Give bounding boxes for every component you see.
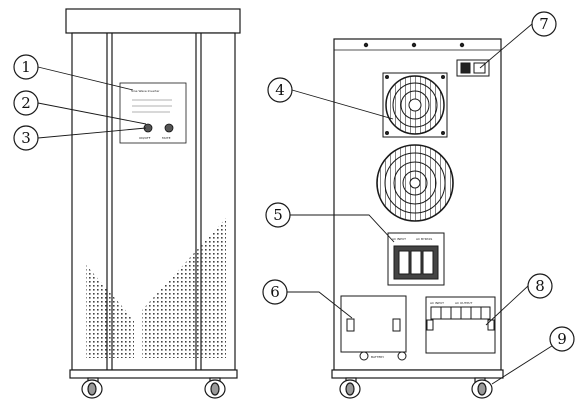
leader-8 [485,285,529,326]
leader-9 [491,343,556,385]
rear-base [331,369,504,379]
leader-5 [290,214,395,243]
callout-4: 4 [267,77,293,103]
rear-breaker-label-left: AC INPUT [392,237,406,241]
rear-power-socket [456,59,490,77]
rear-fan-upper [382,72,448,138]
leader-2 [37,102,147,125]
callout-9-label: 9 [557,330,567,348]
rear-terminal-block [425,296,496,354]
rear-caster-right [471,377,493,399]
front-caster-left [81,377,103,399]
front-display-panel [119,82,187,144]
rear-terminal-label-right: AC OUTPUT [455,301,472,305]
leader-7 [479,23,533,69]
front-vent-left [86,265,134,358]
callout-5: 5 [265,202,291,228]
front-mute-button[interactable] [164,123,174,133]
callout-3: 3 [13,125,39,151]
front-vent-right [142,218,226,358]
front-base [69,369,238,379]
callout-7-label: 7 [539,15,549,33]
callout-8: 8 [527,273,553,299]
front-display-lines [132,99,172,113]
callout-1: 1 [13,54,39,80]
callout-4-label: 4 [275,81,285,99]
rear-breaker [387,232,445,286]
front-mute-button-label: MUTE [162,136,171,140]
front-caster-right [204,377,226,399]
front-vents [86,218,226,358]
callout-6: 6 [262,279,288,305]
callout-1-label: 1 [21,58,31,76]
callout-3-label: 3 [21,129,31,147]
callout-6-label: 6 [270,283,280,301]
front-power-button-label: ON/OFF [139,136,151,140]
leader-3 [37,127,147,139]
rear-terminal-label-left: AC INPUT [430,301,444,305]
rear-casters [339,377,493,399]
callout-7: 7 [531,11,557,37]
callout-2-label: 2 [21,94,31,112]
rear-battery-connector [340,295,407,361]
rear-battery-label: BATTERY [371,355,384,359]
leader-1 [37,66,134,91]
rear-breaker-label-right: AC BYPASS [416,237,432,241]
front-casters [81,377,226,399]
leader-4 [291,89,394,120]
callout-9: 9 [549,326,575,352]
rear-fan-lower [376,144,454,222]
callout-2: 2 [13,90,39,116]
callout-leaders [37,23,556,385]
front-display-title: Sine Wave Inverter [131,89,160,93]
front-top-cap [65,8,241,34]
rear-caster-left [339,377,361,399]
callout-8-label: 8 [535,277,545,295]
callout-5-label: 5 [273,206,283,224]
leader-6 [287,291,353,319]
